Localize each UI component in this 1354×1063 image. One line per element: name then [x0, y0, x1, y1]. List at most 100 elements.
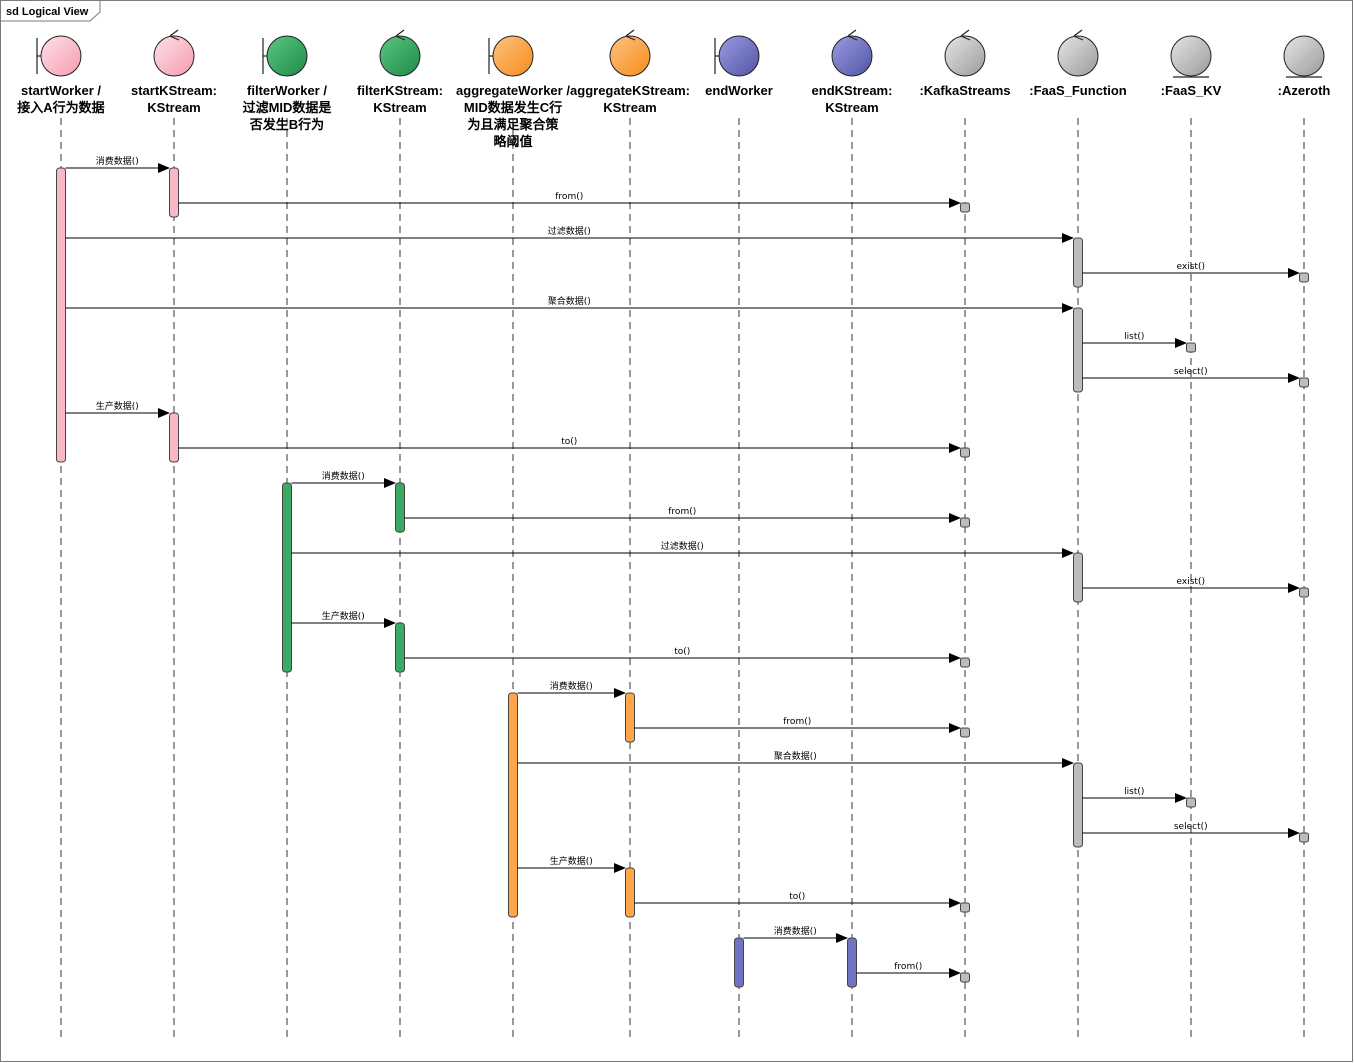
message-startKStream-to-kafkaStreams[interactable]: to()	[178, 437, 970, 458]
message-startKStream-to-kafkaStreams[interactable]: from()	[178, 192, 970, 213]
participant-label-line: aggregateKStream:	[570, 83, 690, 98]
participant-label-line: startWorker /	[21, 83, 101, 98]
message-aggregateKStream-to-kafkaStreams[interactable]: to()	[634, 892, 970, 913]
activation-bar[interactable]	[625, 867, 635, 918]
message-aggregateWorker-to-faasFunction[interactable]: 聚合数据()	[517, 750, 1074, 768]
message-startWorker-to-faasFunction[interactable]: 聚合数据()	[65, 295, 1074, 313]
participant-label-line: :FaaS_KV	[1161, 83, 1222, 98]
frame-title: sd Logical View	[6, 6, 89, 18]
participant-label-line: endKStream:	[812, 83, 893, 98]
activation-bar[interactable]	[1073, 307, 1083, 393]
activation-marker	[960, 657, 970, 668]
message-label: 消费数据()	[550, 680, 593, 692]
boundary-icon[interactable]	[488, 35, 534, 77]
participant-label-faasFunction: :FaaS_Function	[1029, 83, 1127, 98]
message-label: select()	[1174, 367, 1208, 377]
message-label: 消费数据()	[322, 470, 365, 482]
entity-icon[interactable]	[1170, 35, 1212, 78]
activation-bar[interactable]	[56, 167, 66, 463]
activation-bar[interactable]	[169, 412, 179, 463]
message-endKStream-to-kafkaStreams[interactable]: from()	[856, 962, 970, 983]
activation-marker	[960, 202, 970, 213]
control-icon[interactable]	[609, 29, 651, 77]
participant-label-aggregateWorker: aggregateWorker /MID数据发生C行为且满足聚合策略阈值	[456, 83, 570, 149]
participant-label-line: 否发生B行为	[249, 117, 324, 132]
message-label: exist()	[1177, 262, 1205, 272]
message-startWorker-to-startKStream[interactable]: 消费数据()	[65, 155, 170, 173]
entity-icon[interactable]	[1283, 35, 1325, 78]
message-label: 过滤数据()	[548, 225, 591, 237]
activation-marker	[1186, 342, 1196, 353]
message-aggregateWorker-to-aggregateKStream[interactable]: 消费数据()	[517, 680, 626, 698]
message-faasFunction-to-azeroth[interactable]: exist()	[1082, 262, 1309, 283]
participant-label-line: startKStream:	[131, 83, 217, 98]
activation-marker	[1299, 832, 1309, 843]
message-aggregateKStream-to-kafkaStreams[interactable]: from()	[634, 717, 970, 738]
activation-marker	[1299, 272, 1309, 283]
frame-title-tab: sd Logical View	[0, 0, 101, 22]
activation-bar[interactable]	[1073, 237, 1083, 288]
participant-label-line: KStream	[825, 100, 878, 115]
message-label: from()	[894, 962, 922, 972]
activation-bar[interactable]	[1073, 552, 1083, 603]
activation-bar[interactable]	[395, 622, 405, 673]
activation-marker	[960, 447, 970, 458]
message-endWorker-to-endKStream[interactable]: 消费数据()	[743, 925, 848, 943]
message-faasFunction-to-azeroth[interactable]: select()	[1082, 367, 1309, 388]
participant-label-line: 过滤MID数据是	[243, 100, 333, 115]
participant-label-filterKStream: filterKStream:KStream	[357, 83, 443, 115]
message-faasFunction-to-azeroth[interactable]: select()	[1082, 822, 1309, 843]
control-icon[interactable]	[153, 29, 195, 77]
message-faasFunction-to-faasKV[interactable]: list()	[1082, 332, 1196, 353]
participant-label-line: :KafkaStreams	[919, 83, 1010, 98]
participant-label-kafkaStreams: :KafkaStreams	[919, 83, 1010, 98]
message-faasFunction-to-azeroth[interactable]: exist()	[1082, 577, 1309, 598]
message-label: 聚合数据()	[774, 750, 817, 762]
message-filterKStream-to-kafkaStreams[interactable]: to()	[404, 647, 970, 668]
boundary-icon[interactable]	[262, 35, 308, 77]
participant-label-line: 接入A行为数据	[17, 100, 104, 115]
activation-marker	[1299, 587, 1309, 598]
boundary-icon[interactable]	[714, 35, 760, 77]
participant-label-line: :FaaS_Function	[1029, 83, 1127, 98]
message-label: 生产数据()	[96, 400, 139, 412]
message-filterWorker-to-filterKStream[interactable]: 生产数据()	[291, 610, 396, 628]
boundary-icon[interactable]	[36, 35, 82, 77]
message-filterWorker-to-filterKStream[interactable]: 消费数据()	[291, 470, 396, 488]
participant-label-line: KStream	[603, 100, 656, 115]
activation-bar[interactable]	[169, 167, 179, 218]
control-icon[interactable]	[944, 29, 986, 77]
participant-label-azeroth: :Azeroth	[1278, 83, 1331, 98]
message-label: 生产数据()	[322, 610, 365, 622]
activation-bar[interactable]	[1073, 762, 1083, 848]
activation-bar[interactable]	[625, 692, 635, 743]
activation-bar[interactable]	[734, 937, 744, 988]
message-filterWorker-to-faasFunction[interactable]: 过滤数据()	[291, 540, 1074, 558]
activation-bar[interactable]	[847, 937, 857, 988]
participant-label-startKStream: startKStream: KStream	[131, 83, 217, 115]
activation-bar[interactable]	[282, 482, 292, 673]
activation-bar[interactable]	[508, 692, 518, 918]
participant-label-faasKV: :FaaS_KV	[1161, 83, 1222, 98]
activation-marker	[960, 727, 970, 738]
message-aggregateWorker-to-aggregateKStream[interactable]: 生产数据()	[517, 855, 626, 873]
message-label: from()	[555, 192, 583, 202]
message-filterKStream-to-kafkaStreams[interactable]: from()	[404, 507, 970, 528]
control-icon[interactable]	[831, 29, 873, 77]
message-label: 聚合数据()	[548, 295, 591, 307]
message-startWorker-to-faasFunction[interactable]: 过滤数据()	[65, 225, 1074, 243]
message-startWorker-to-startKStream[interactable]: 生产数据()	[65, 400, 170, 418]
activation-bar[interactable]	[395, 482, 405, 533]
participant-label-line: KStream	[147, 100, 200, 115]
participant-label-endWorker: endWorker	[705, 83, 773, 98]
message-faasFunction-to-faasKV[interactable]: list()	[1082, 787, 1196, 808]
participant-label-line: 略阈值	[493, 134, 532, 149]
participant-label-line: filterWorker /	[247, 83, 327, 98]
participant-label-line: MID数据发生C行	[464, 100, 562, 115]
control-icon[interactable]	[1057, 29, 1099, 77]
participant-label-line: endWorker	[705, 83, 773, 98]
participant-label-startWorker: startWorker / 接入A行为数据	[17, 83, 104, 115]
control-icon[interactable]	[379, 29, 421, 77]
